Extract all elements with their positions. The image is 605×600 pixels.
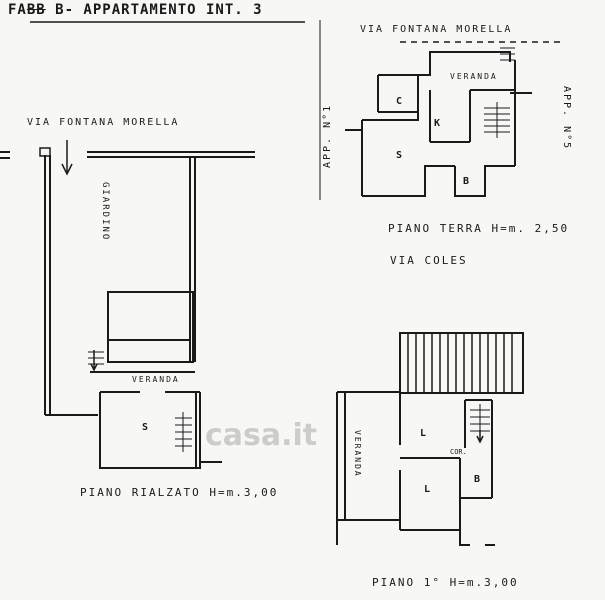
- sheet-title: FABB B- APPARTAMENTO INT. 3: [8, 2, 263, 18]
- label-app1: APP. N°1: [322, 103, 333, 168]
- street-label-left: VIA FONTANA MORELLA: [27, 117, 180, 128]
- label-piano-rialzato: PIANO RIALZATO H=m.3,00: [80, 486, 279, 499]
- title-struck: BB: [26, 2, 46, 18]
- watermark-logo: casa.it: [205, 418, 318, 453]
- veranda-terra-label: VERANDA: [450, 72, 498, 81]
- room-terra-k: K: [434, 118, 441, 129]
- room-terra-s: S: [396, 150, 403, 161]
- room-primo-l2: L: [424, 484, 431, 495]
- label-via-coles: VIA COLES: [390, 254, 468, 267]
- label-giardino: GIARDINO: [100, 182, 110, 242]
- piano-terra-plan: [345, 41, 560, 197]
- room-terra-b: B: [463, 176, 470, 187]
- piano-primo-plan: [336, 332, 524, 546]
- room-terra-c: C: [396, 96, 403, 107]
- title-prefix: FA: [8, 2, 27, 18]
- street-label-top: VIA FONTANA MORELLA: [360, 24, 513, 35]
- room-primo-l1: L: [420, 428, 427, 439]
- veranda-rialzato-label: VERANDA: [132, 375, 180, 384]
- veranda-primo-label: VERANDA: [353, 430, 362, 478]
- room-primo-b: B: [474, 474, 481, 485]
- room-rialzato-s: S: [142, 422, 149, 433]
- title-rest: B- APPARTAMENTO INT. 3: [45, 2, 263, 18]
- piano-rialzato-plan: [0, 147, 255, 469]
- label-piano-terra: PIANO TERRA H=m. 2,50: [388, 222, 570, 235]
- label-piano-primo: PIANO 1° H=m.3,00: [372, 576, 519, 589]
- label-app5: APP. N°5: [561, 86, 572, 151]
- room-primo-cor: COR.: [450, 448, 467, 456]
